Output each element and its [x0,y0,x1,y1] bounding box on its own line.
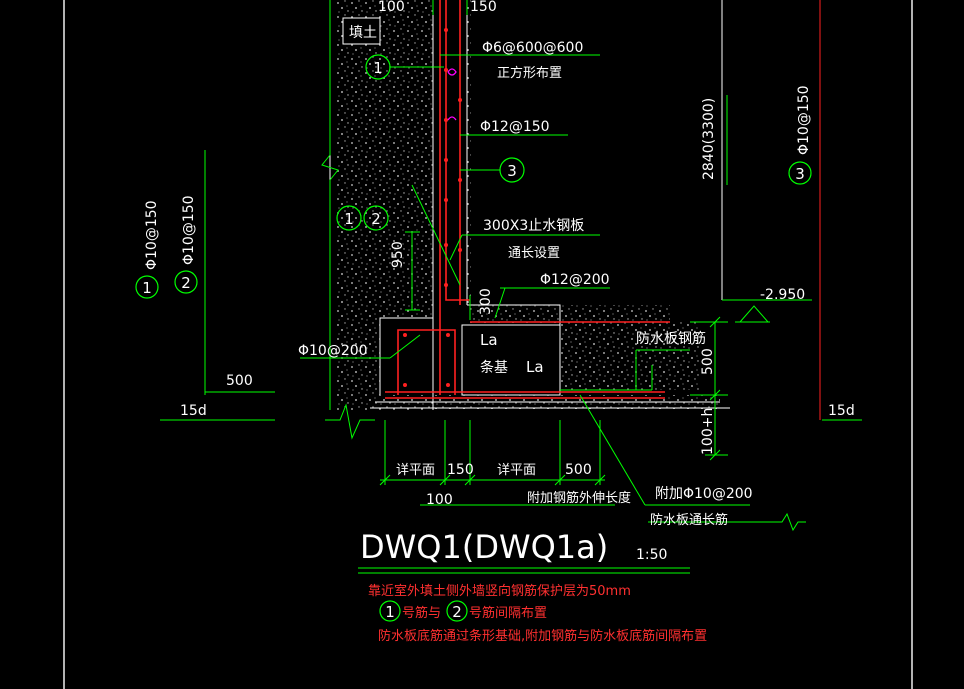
callout-2-note: 2 [452,603,462,621]
bar1-note: 正方形布置 [497,65,562,81]
xiang-pingmian-2: 详平面 [497,463,536,478]
callout-circles [135,54,812,622]
dim-950: 950 [390,241,406,268]
left-bar-spec: Φ10@200 [298,343,368,359]
sheet-frame [63,0,913,689]
right-spec: Φ10@150 [796,85,812,155]
callout-1-top: 1 [373,59,383,77]
callout-1-left: 1 [344,210,354,228]
footing-bar-spec: Φ12@200 [540,272,610,288]
dim-bottom-150: 150 [447,462,474,478]
callout-2-far-left: 2 [181,274,191,292]
rebar-dots [403,28,462,387]
left-15d: 15d [180,403,207,419]
right-15d: 15d [828,403,855,419]
callout-3-right: 3 [795,165,805,183]
soil-label: 填土 [349,25,377,41]
note-line-3: 防水板底筋通过条形基础,附加钢筋与防水板底筋间隔布置 [378,628,707,644]
bar1-spec: Φ6@600@600 [482,40,583,56]
elevation-label: -2.950 [760,287,805,303]
break-marks [321,0,806,532]
la-top: La [480,331,498,349]
la-bottom: La [526,358,544,376]
soil-label-box [342,17,381,45]
waterstop-spec: 300X3止水钢板 [483,218,584,234]
dim-bottom-100: 100 [426,492,453,508]
dim-bottom-500: 500 [565,462,592,478]
drawing-title: DWQ1(DWQ1a) [360,528,608,566]
add-bar-label: 附加Φ10@200 [655,486,753,502]
dim-top-100: 100 [378,0,405,15]
concrete-fill [335,0,720,410]
vert-bar-spec: Φ12@150 [480,119,550,135]
note-line-1: 靠近室外填土侧外墙竖向钢筋保护层为50mm [368,583,631,599]
rebar [385,0,670,399]
add-bar-ext-label: 附加钢筋外伸长度 [527,490,631,506]
note-line-2b: 号筋间隔布置 [469,605,547,621]
dim-top-150: 150 [470,0,497,15]
dim-300: 300 [478,288,494,315]
strip-base-label: 条基 [480,359,508,376]
slab-long-bar-label: 防水板通长筋 [650,512,728,528]
drawing-scale: 1:50 [636,547,667,563]
left-spec-a: Φ10@150 [144,200,160,270]
dimension-ticks [379,316,721,486]
callout-1-far-left: 1 [142,279,152,297]
dim-500-right: 500 [700,348,716,375]
dim-100h: 100+h [700,408,716,455]
left-spec-b: Φ10@150 [181,195,197,265]
callout-2-left: 2 [371,210,381,228]
xiang-pingmian-1: 详平面 [396,463,435,478]
tie-bars [447,68,457,121]
height-dim: 2840(3300) [701,98,717,180]
waterstop-note: 通长设置 [508,246,560,261]
note-line-2a: 号筋与 [402,605,441,621]
callout-1-note: 1 [385,603,395,621]
slab-bar-label: 防水板钢筋 [636,330,706,347]
dimension-lines [160,0,862,574]
callout-3-mid: 3 [507,162,517,180]
left-500: 500 [226,373,253,389]
